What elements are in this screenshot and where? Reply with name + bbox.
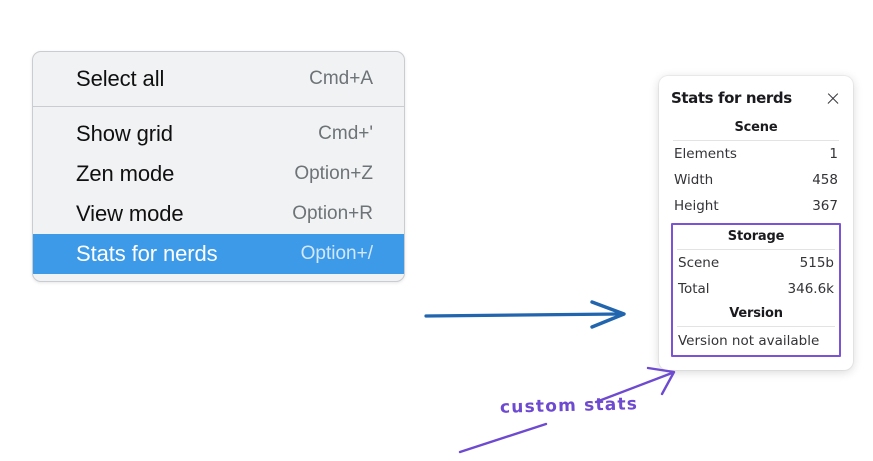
blue-arrow-annotation [424,300,626,329]
menu-item-label: Zen mode [76,161,175,186]
menu-item-stats-for-nerds[interactable]: Stats for nerds Option+/ [33,234,404,274]
menu-group-2: Show grid Cmd+' Zen mode Option+Z View m… [33,114,404,274]
stat-row-total-size: Total 346.6k [675,276,837,302]
menu-item-shortcut: Cmd+' [318,123,373,144]
stat-value: 367 [812,198,838,214]
section-heading-version: Version [729,306,783,321]
stats-section-version: Version Version not available [675,302,837,352]
menu-item-view-mode[interactable]: View mode Option+R [33,194,404,234]
section-divider [673,140,839,141]
stat-label: Width [674,172,714,188]
custom-stats-annotation-label: custom stats [499,394,639,418]
panel-title: Stats for nerds [671,89,792,107]
purple-underline-stroke [458,422,548,454]
menu-item-zen-mode[interactable]: Zen mode Option+Z [33,154,404,194]
menu-separator [33,106,404,107]
stat-value: 1 [829,146,838,162]
stat-label: Total [678,281,710,297]
version-value: Version not available [678,333,820,349]
menu-group-1: Select all Cmd+A [33,59,404,99]
close-icon[interactable] [825,91,840,106]
section-divider [677,326,835,327]
stat-label: Scene [678,255,720,271]
stat-row-width: Width 458 [671,167,841,193]
stats-section-scene: Scene Elements 1 Width 458 Height 367 [671,116,841,219]
stat-label: Height [674,198,719,214]
stat-row-height: Height 367 [671,193,841,219]
stats-for-nerds-panel: Stats for nerds Scene Elements 1 Width 4… [659,76,853,370]
stats-section-storage: Storage Scene 515b Total 346.6k [675,225,837,302]
stat-row-scene-size: Scene 515b [675,250,837,276]
section-heading-scene: Scene [734,120,778,135]
menu-item-shortcut: Option+Z [294,163,373,184]
stat-value: 458 [812,172,838,188]
menu-item-shortcut: Option+R [292,203,373,224]
stat-row-elements: Elements 1 [671,141,841,167]
custom-stats-highlight-box: Storage Scene 515b Total 346.6k Version … [671,223,841,357]
menu-item-label: Show grid [76,121,173,146]
menu-item-label: View mode [76,201,184,226]
stat-label: Elements [674,146,737,162]
menu-item-shortcut: Cmd+A [309,68,373,89]
section-heading-storage: Storage [727,229,785,244]
menu-item-shortcut: Option+/ [300,243,373,264]
menu-item-label: Stats for nerds [76,241,218,266]
menu-item-label: Select all [76,66,165,91]
stat-value: 346.6k [787,281,834,297]
context-menu[interactable]: Select all Cmd+A Show grid Cmd+' Zen mod… [32,51,405,282]
menu-item-show-grid[interactable]: Show grid Cmd+' [33,114,404,154]
section-divider [677,249,835,250]
menu-item-select-all[interactable]: Select all Cmd+A [33,59,404,99]
stat-value: 515b [799,255,834,271]
stats-panel-titlebar: Stats for nerds [671,89,841,107]
